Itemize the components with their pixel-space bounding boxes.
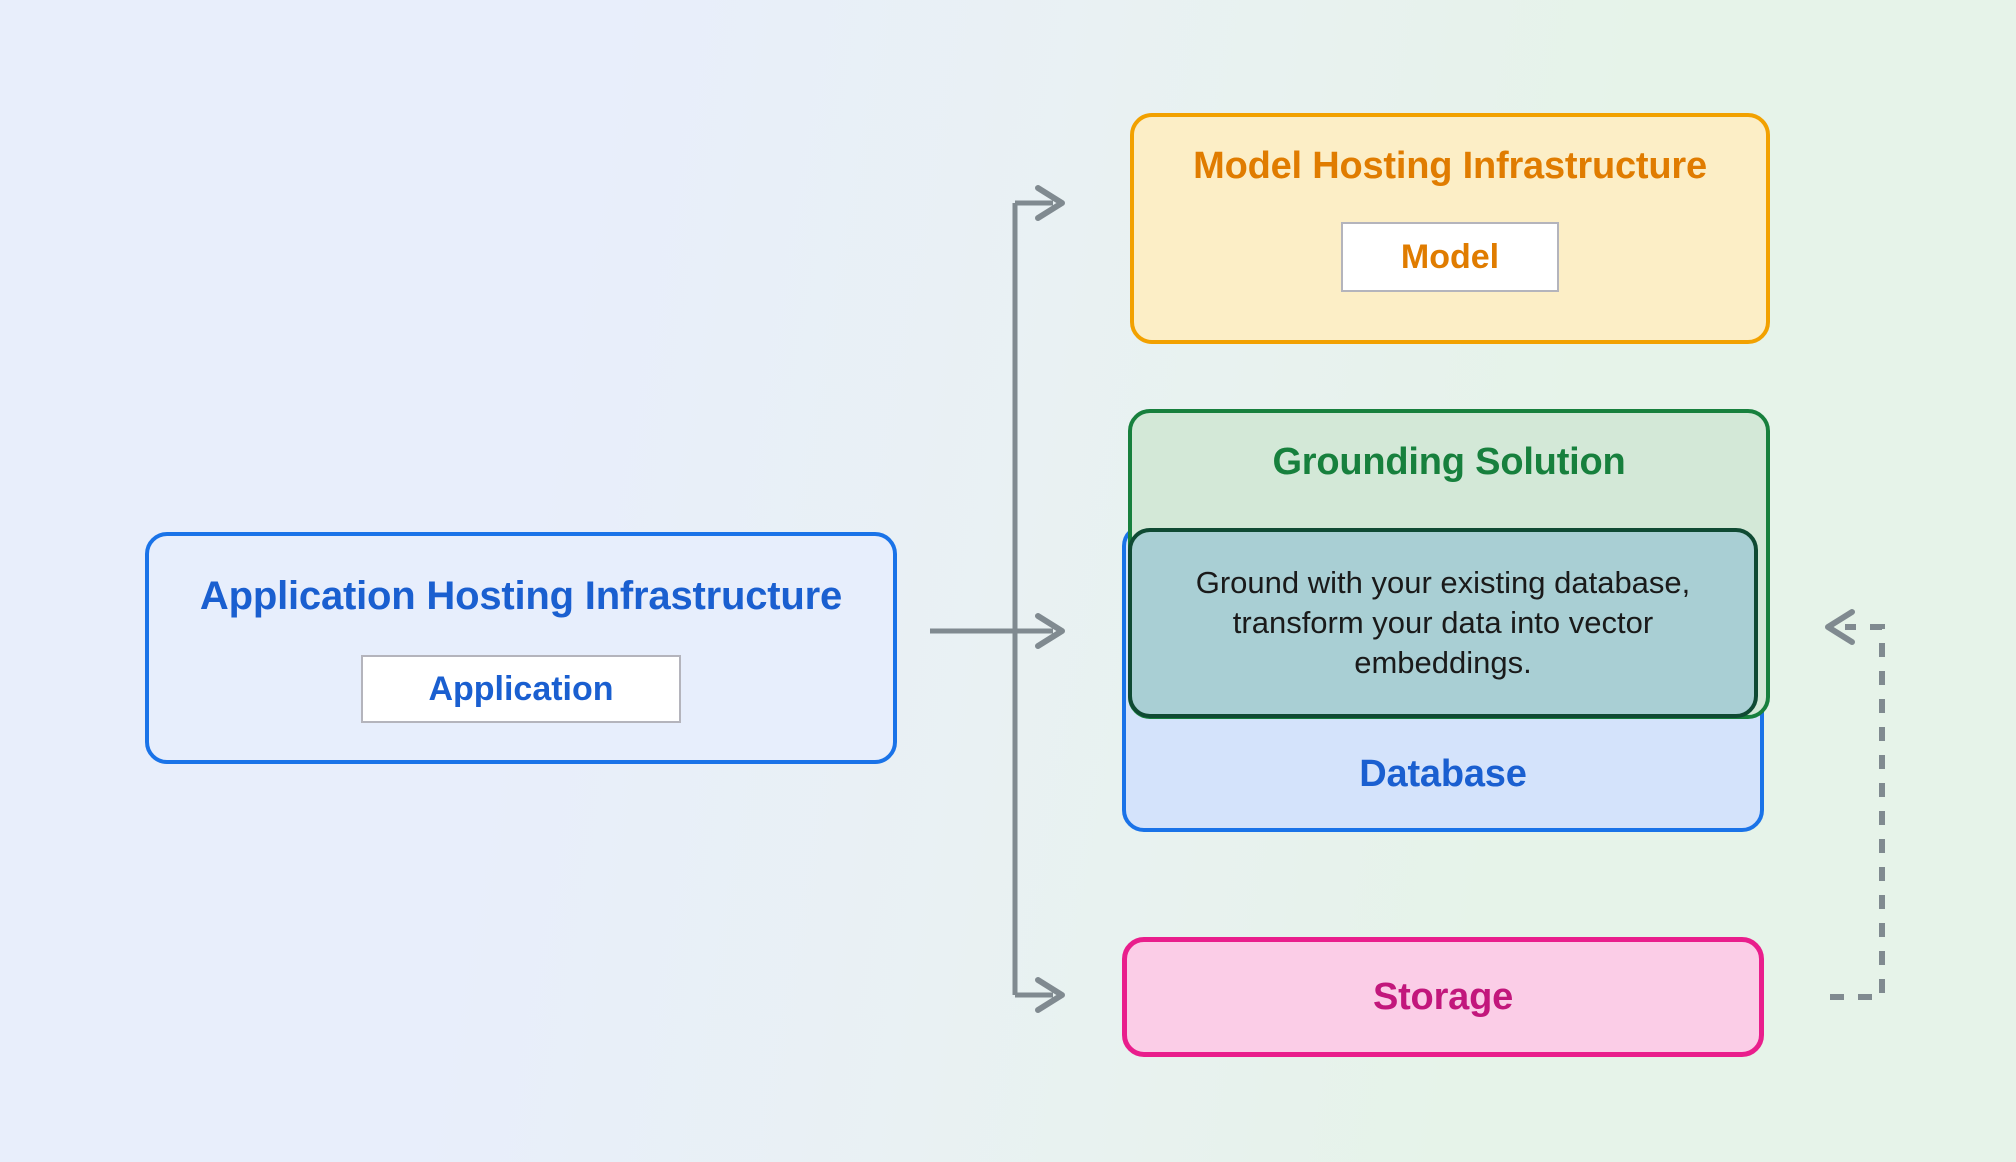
connector-application-to-model-hosting xyxy=(1015,185,1065,221)
model-chip[interactable]: Model xyxy=(1341,222,1559,292)
grounding-database-overlap-box[interactable]: Ground with your existing database, tran… xyxy=(1128,528,1758,718)
storage-title: Storage xyxy=(1372,975,1514,1018)
database-title: Database xyxy=(1359,753,1527,795)
connector-application-to-storage xyxy=(1015,977,1065,1013)
connector-application-to-grounding-solution xyxy=(1015,613,1065,649)
grounding-solution-title: Grounding Solution xyxy=(1272,441,1626,483)
connector-application-trunk xyxy=(930,203,1018,995)
grounding-description-text: Ground with your existing database, tran… xyxy=(1195,564,1691,681)
model-hosting-infrastructure-box[interactable]: Model Hosting Infrastructure Model xyxy=(1130,113,1770,344)
connector-storage-to-database xyxy=(1825,609,1885,1000)
storage-box[interactable]: Storage xyxy=(1122,937,1764,1057)
model-hosting-infrastructure-title: Model Hosting Infrastructure xyxy=(1193,145,1707,187)
application-chip[interactable]: Application xyxy=(361,655,681,723)
application-hosting-infrastructure-title: Application Hosting Infrastructure xyxy=(199,574,843,618)
application-hosting-infrastructure-box[interactable]: Application Hosting Infrastructure Appli… xyxy=(145,532,897,764)
